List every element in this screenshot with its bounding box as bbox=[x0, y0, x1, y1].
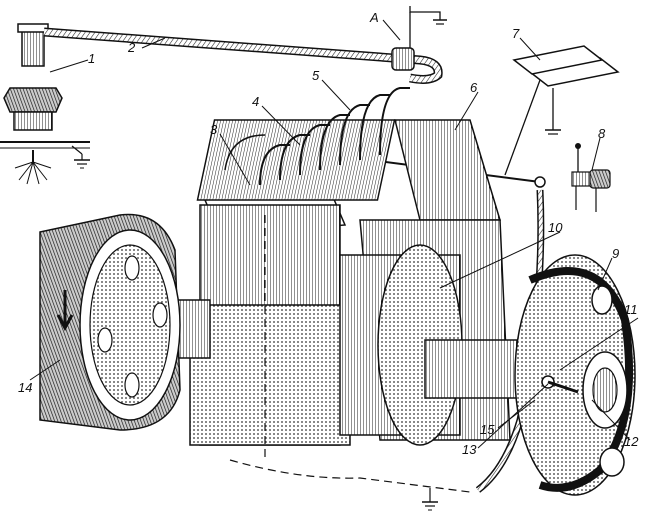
callout-8: 8 bbox=[598, 126, 606, 141]
stator-core-left bbox=[189, 189, 351, 460]
callout-5: 5 bbox=[312, 68, 320, 83]
breaker-switch bbox=[571, 143, 611, 212]
drive-coupling bbox=[39, 213, 181, 431]
condenser bbox=[504, 45, 620, 176]
callout-11: 11 bbox=[624, 302, 638, 317]
callout-12: 12 bbox=[624, 434, 639, 449]
coil-windings bbox=[196, 87, 410, 201]
callout-1: 1 bbox=[88, 51, 95, 66]
callout-15: 15 bbox=[480, 422, 495, 437]
callout-14: 14 bbox=[18, 380, 32, 395]
callout-labels: 1 2 A 3 4 5 6 7 8 9 10 11 12 13 14 15 bbox=[18, 10, 639, 457]
callout-6: 6 bbox=[470, 80, 478, 95]
callout-13: 13 bbox=[462, 442, 477, 457]
spark-gap bbox=[391, 6, 447, 71]
callout-9: 9 bbox=[612, 246, 619, 261]
breaker-plate bbox=[514, 254, 636, 496]
callout-4: 4 bbox=[252, 94, 259, 109]
callout-10: 10 bbox=[548, 220, 563, 235]
spark-plug bbox=[0, 23, 90, 185]
callout-7: 7 bbox=[512, 26, 520, 41]
callout-3: 3 bbox=[210, 122, 218, 137]
ground-symbol bbox=[71, 145, 90, 169]
callout-2: 2 bbox=[127, 40, 136, 55]
ground-return bbox=[229, 459, 471, 511]
callout-A: A bbox=[369, 10, 379, 25]
leader-lines bbox=[29, 19, 639, 449]
